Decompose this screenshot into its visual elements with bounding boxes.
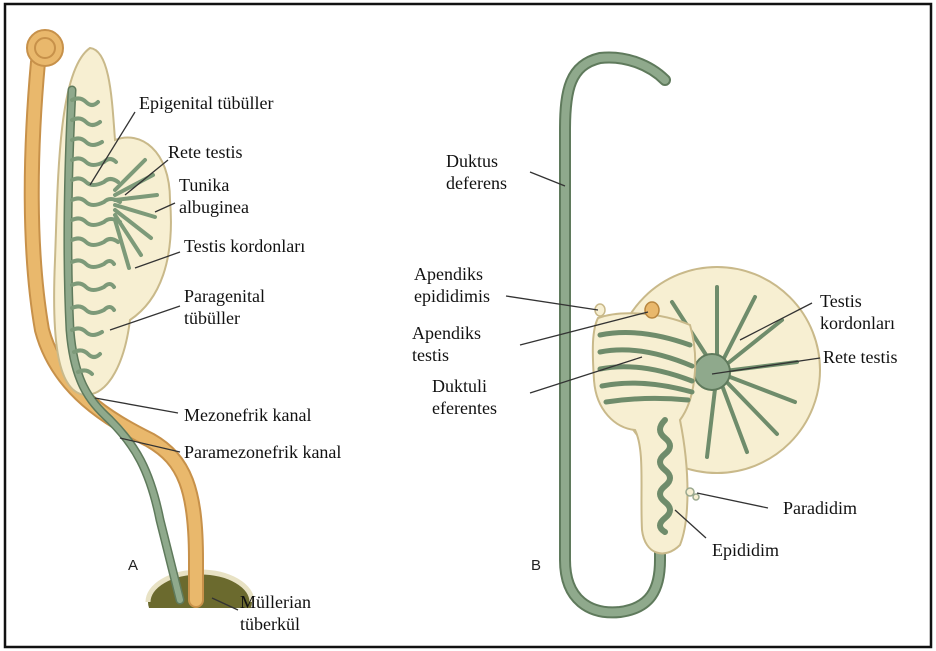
label-tunika-albuginea-2: albuginea [179, 197, 249, 218]
appendix-testis [645, 302, 659, 318]
label-apendiks-testis-2: testis [412, 345, 449, 366]
label-duktus-1: Duktus [446, 151, 498, 172]
panel-b-letter: B [531, 557, 541, 574]
label-duktus-2: deferens [446, 173, 507, 194]
label-apendiks-epididimis-2: epididimis [414, 286, 490, 307]
label-epididim: Epididim [712, 540, 779, 561]
label-duktuli-2: eferentes [432, 398, 497, 419]
label-rete-testis-b: Rete testis [823, 347, 898, 368]
label-tunika-albuginea-1: Tunika [179, 175, 229, 196]
label-mullerian-2: tüberkül [240, 614, 300, 635]
label-testis-kordonlari-a: Testis kordonları [184, 236, 305, 257]
label-rete-testis-a: Rete testis [168, 142, 243, 163]
label-testis-kordonlari-b-1: Testis [820, 291, 862, 312]
paramesonephric-ostium [27, 30, 63, 66]
panel-a-letter: A [128, 557, 138, 574]
label-epigenital-tubules: Epigenital tübüller [139, 93, 273, 114]
label-paragenital-2: tübüller [184, 308, 240, 329]
label-duktuli-1: Duktuli [432, 376, 487, 397]
label-apendiks-testis-1: Apendiks [412, 323, 481, 344]
label-mullerian-1: Müllerian [240, 592, 311, 613]
label-apendiks-epididimis-1: Apendiks [414, 264, 483, 285]
label-paradidim: Paradidim [783, 498, 857, 519]
label-paramezonefrik-kanal: Paramezonefrik kanal [184, 442, 341, 463]
label-paragenital-1: Paragenital [184, 286, 265, 307]
label-testis-kordonlari-b-2: kordonları [820, 313, 895, 334]
label-mezonefrik-kanal: Mezonefrik kanal [184, 405, 311, 426]
